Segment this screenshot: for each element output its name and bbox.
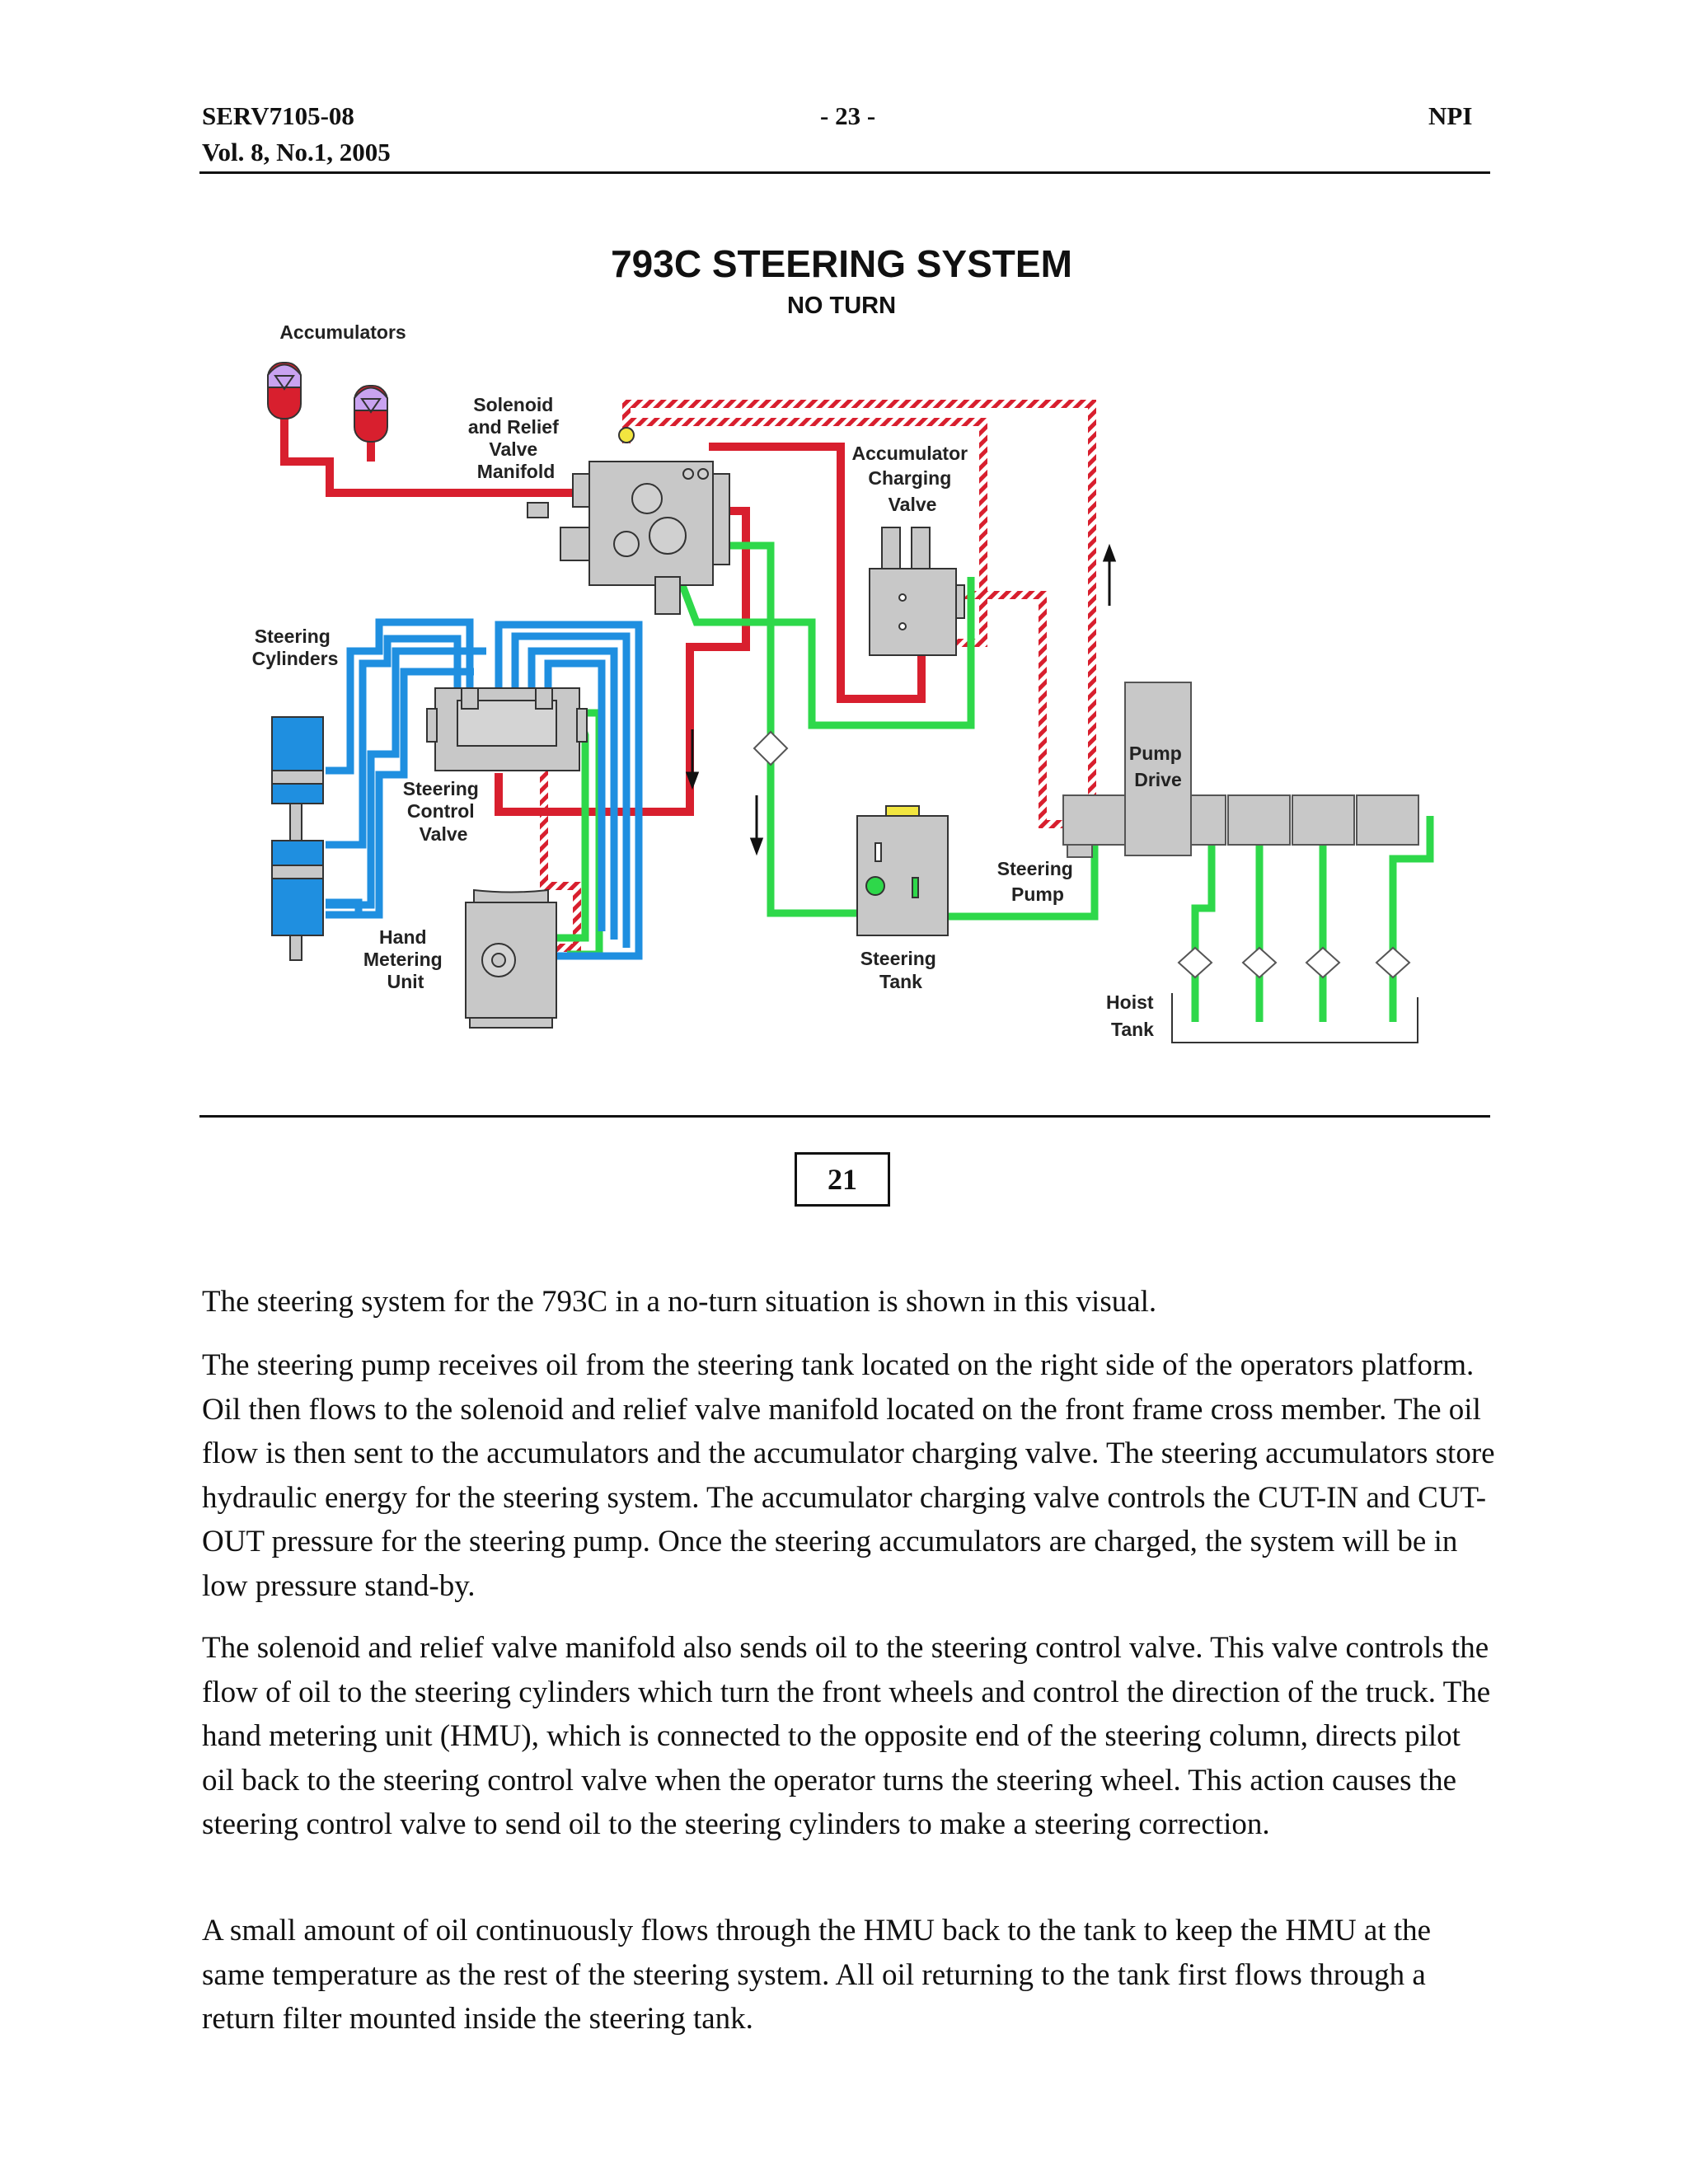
label-hand-metering-unit: Hand Metering Unit xyxy=(363,926,448,992)
label-steering-tank: Steering Tank xyxy=(860,948,941,992)
accumulator-right xyxy=(354,385,388,443)
paragraph-3: The solenoid and relief valve manifold a… xyxy=(202,1631,1491,1841)
return-filters xyxy=(753,730,1411,979)
label-hoist-tank: Hoist Tank xyxy=(1106,991,1159,1040)
label-solenoid-line3: Valve xyxy=(489,438,537,460)
figure-rule xyxy=(199,1115,1490,1118)
label-solenoid-manifold: Solenoid and Relief Valve Manifold xyxy=(468,394,564,482)
label-drive-line2: Drive xyxy=(1134,769,1182,790)
label-hoist-line1: Hoist xyxy=(1106,991,1154,1013)
label-hmu-line2: Metering xyxy=(363,949,443,970)
label-solenoid-line2: and Relief xyxy=(468,416,559,438)
accumulator-left xyxy=(267,362,302,419)
label-tank-line1: Steering xyxy=(860,948,936,969)
header-rule xyxy=(199,171,1490,174)
label-cylinders-line1: Steering xyxy=(255,626,331,647)
steering-control-valve xyxy=(426,687,588,771)
label-hmu-line1: Hand xyxy=(379,926,427,948)
hoist-tank xyxy=(1171,993,1418,1043)
label-hoist-line2: Tank xyxy=(1111,1019,1154,1040)
figure-number: 21 xyxy=(795,1152,890,1207)
label-steering-cylinders: Steering Cylinders xyxy=(252,626,339,669)
label-acv-line2: Charging xyxy=(868,467,951,489)
label-solenoid-line1: Solenoid xyxy=(473,394,553,415)
label-accumulator-charging-valve: Accumulator Charging Valve xyxy=(852,443,973,515)
label-scv-line3: Valve xyxy=(420,823,468,845)
label-solenoid-line4: Manifold xyxy=(477,461,556,482)
hand-metering-unit xyxy=(465,888,557,1029)
return-lines xyxy=(556,538,1434,1022)
label-tank-line2: Tank xyxy=(879,971,922,992)
diagram-title: 793C STEERING SYSTEM xyxy=(611,242,1072,285)
label-drive-line1: Pump xyxy=(1129,743,1182,764)
paragraph-4: A small amount of oil continuously flows… xyxy=(202,1914,1432,2036)
steering-tank xyxy=(856,805,949,936)
label-acv-line1: Accumulator xyxy=(852,443,968,464)
label-steering-control-valve: Steering Control Valve xyxy=(403,778,484,845)
label-scv-line1: Steering xyxy=(403,778,479,799)
paragraph-1: The steering system for the 793C in a no… xyxy=(202,1285,1157,1319)
signal-lines xyxy=(540,400,1096,952)
flow-arrows xyxy=(685,543,1117,856)
steering-cylinders xyxy=(271,716,324,961)
volume-info: Vol. 8, No.1, 2005 xyxy=(202,138,391,166)
steering-system-diagram: 793C STEERING SYSTEM NO TURN xyxy=(252,242,1434,1043)
cylinder-lines xyxy=(326,618,643,960)
pump-drive xyxy=(1062,682,1419,858)
section-label: NPI xyxy=(1428,101,1473,130)
label-hmu-line3: Unit xyxy=(387,971,424,992)
paragraph-2: The steering pump receives oil from the … xyxy=(202,1348,1495,1603)
diagram-subtitle: NO TURN xyxy=(787,293,896,319)
label-scv-line2: Control xyxy=(407,800,475,822)
label-accumulators: Accumulators xyxy=(279,321,406,343)
label-pump-line1: Steering xyxy=(997,858,1073,879)
document-id: SERV7105-08 xyxy=(202,101,354,130)
label-pump-line2: Pump xyxy=(1011,883,1064,905)
label-acv-line3: Valve xyxy=(889,494,937,515)
label-pump-drive: Pump Drive xyxy=(1129,743,1187,790)
solenoid-relief-manifold xyxy=(527,427,730,615)
label-cylinders-line2: Cylinders xyxy=(252,648,339,669)
page-number: - 23 - xyxy=(820,101,876,130)
accumulator-charging-valve xyxy=(869,527,965,656)
label-steering-pump: Steering Pump xyxy=(997,858,1078,905)
